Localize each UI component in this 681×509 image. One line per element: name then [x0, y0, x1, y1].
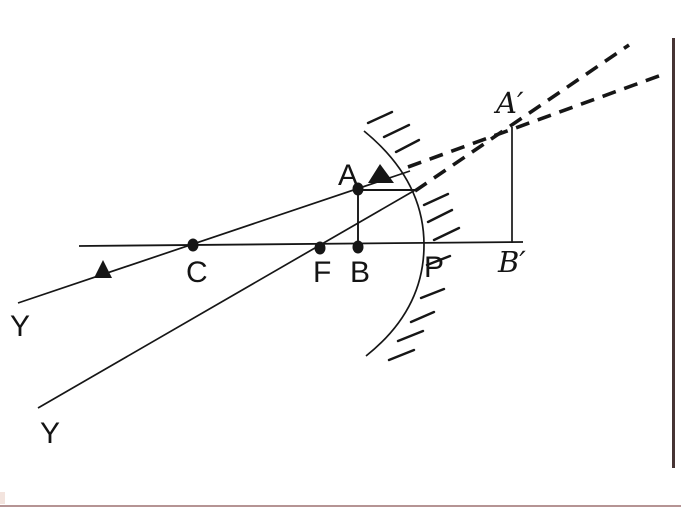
label-focus-F: F: [313, 256, 331, 289]
mirror-back-hatching-2: [382, 123, 411, 139]
backward-extension-lower: [407, 71, 668, 169]
reflected-ray-through-C: [17, 170, 411, 304]
arrow-on-ray-through-C: [94, 260, 112, 278]
screen-edge-mark-left: [0, 492, 5, 504]
mirror-arc: [363, 130, 425, 357]
arrow-on-incident-ray-near-A: [368, 164, 394, 183]
label-ray-Y-lower: Y: [40, 417, 60, 450]
mirror-back-hatching-11: [387, 348, 416, 362]
mirror-back-hatching-5: [426, 208, 454, 224]
reflected-ray-through-F: [37, 188, 418, 409]
point-C: [187, 238, 199, 252]
label-center-C: C: [186, 256, 208, 289]
mirror-back-hatching-6: [432, 226, 461, 242]
label-pole-P: P: [424, 251, 444, 284]
label-object-tip-A: A: [338, 159, 358, 192]
mirror-back-hatching-9: [409, 310, 436, 324]
mirror-back-hatching-10: [396, 329, 425, 343]
label-object-foot-B: B: [350, 256, 370, 289]
backward-extension-upper: [413, 43, 631, 193]
point-F: [314, 241, 326, 255]
screen-edge-bar-right: [672, 38, 675, 468]
label-image-A-prime: A′: [493, 86, 524, 120]
principal-axis: [78, 241, 524, 247]
mirror-back-hatching-8: [419, 287, 446, 300]
label-image-B-prime: B′: [497, 245, 526, 279]
mirror-back-hatching-1: [366, 110, 394, 125]
mirror-back-hatching-7: [425, 254, 452, 267]
mirror-back-hatching-4: [422, 192, 450, 207]
point-B: [352, 240, 364, 254]
mirror-back-hatching-3: [394, 138, 421, 154]
point-A: [352, 182, 364, 196]
label-ray-Y-upper: Y: [10, 310, 30, 343]
screen-edge-line-bottom: [0, 505, 681, 507]
